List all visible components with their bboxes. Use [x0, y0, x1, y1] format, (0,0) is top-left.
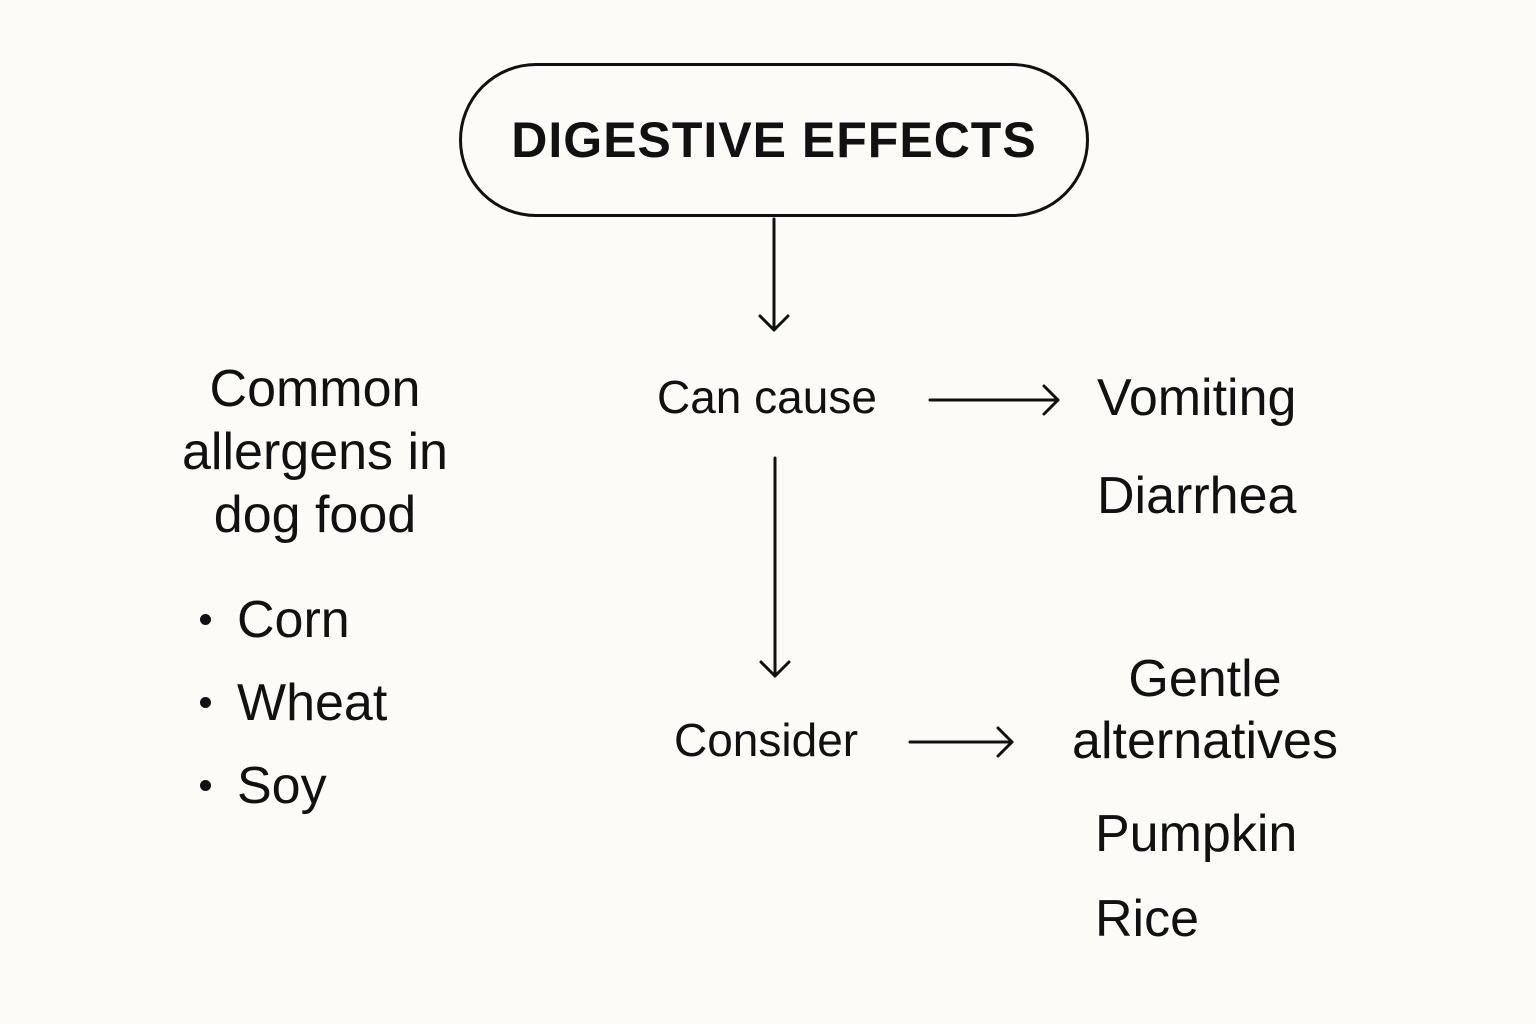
bullet-icon [200, 614, 211, 625]
alternative-rice: Rice [1095, 890, 1200, 948]
alternative-pumpkin: Pumpkin [1095, 805, 1298, 863]
can-cause-label: Can cause [657, 371, 877, 423]
bullet-icon [200, 697, 211, 708]
arrow-consider-to-alternatives [908, 726, 1014, 758]
allergen-item: Corn [200, 578, 387, 661]
alternatives-heading: Gentle alternatives [1050, 648, 1360, 772]
arrow-title-to-can-cause [758, 217, 790, 332]
allergens-heading: Common allergens in dog food [160, 358, 470, 547]
allergens-heading-line-2: allergens in [182, 423, 448, 481]
title-node: DIGESTIVE EFFECTS [459, 63, 1089, 217]
allergen-item-label: Corn [237, 590, 350, 649]
allergen-item-label: Soy [237, 756, 327, 815]
allergen-item-label: Wheat [237, 673, 388, 732]
allergen-item: Soy [200, 744, 387, 827]
alternatives-heading-line-2: alternatives [1072, 712, 1338, 770]
arrow-can-cause-to-consider [759, 456, 791, 678]
arrow-can-cause-to-results [928, 384, 1060, 416]
consider-label: Consider [674, 714, 859, 766]
allergens-heading-line-3: dog food [213, 486, 417, 544]
alternatives-heading-line-1: Gentle [1128, 650, 1282, 708]
allergens-heading-line-1: Common [209, 360, 421, 418]
bullet-icon [200, 780, 211, 791]
result-vomiting: Vomiting [1097, 369, 1297, 427]
diagram-title: DIGESTIVE EFFECTS [511, 112, 1037, 168]
result-diarrhea: Diarrhea [1097, 467, 1297, 525]
allergen-item: Wheat [200, 661, 387, 744]
allergen-list: Corn Wheat Soy [200, 578, 387, 827]
